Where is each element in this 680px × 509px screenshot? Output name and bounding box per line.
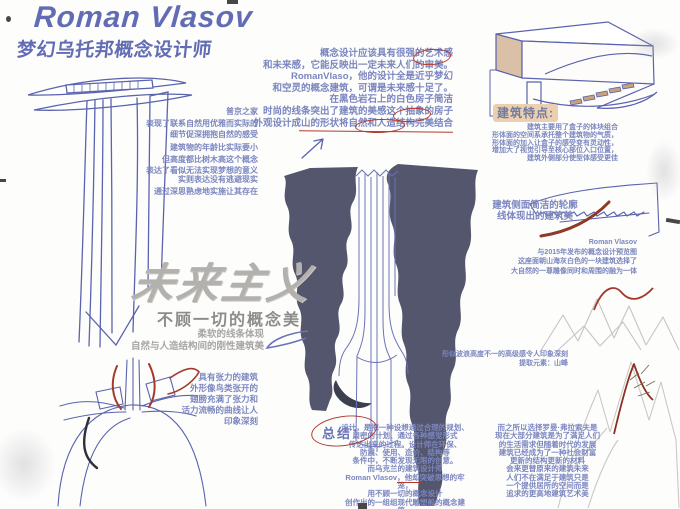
cantilever-building-sketch (489, 21, 658, 117)
paper-smudge (628, 28, 680, 60)
closing-paragraph: 而之所以选择罗曼·弗拉索夫是 现在大部分建筑是为了满足人们 的生活需求但随着时代… (495, 423, 600, 499)
edge-artifact (358, 503, 367, 509)
paper-smudge (0, 428, 56, 502)
features-paragraph: 建筑主要用了盒子的体块组合 形体面的空间系承托整个建筑物的气质， 形体面的加入让… (492, 124, 618, 163)
board-subtitle: 梦幻乌托邦概念设计师 (15, 40, 213, 61)
mountain-line-sketch (539, 287, 680, 353)
edge-artifact (6, 16, 11, 22)
boat-building-sketch (529, 182, 660, 238)
note-putin-house: 普京之家 表现了联系自然用优雅而实际的 细节促深拥抱自然的感受 (146, 107, 258, 139)
features-label: 建筑特点: (493, 104, 558, 122)
board-title: Roman Vlasov (32, 1, 254, 34)
rock-towers-sketch (284, 164, 478, 506)
flourish-sketch (265, 330, 309, 350)
bird-tension-note: 具有张力的建筑 外形像鸟类张开的 翅膀充满了张力和 活力流畅的曲线让人 印象深刻 (181, 372, 258, 426)
edge-artifact (227, 0, 238, 4)
summary-label: 总结： (322, 426, 368, 441)
edge-artifact (0, 179, 6, 182)
note-reality: 实则表达没有逃避现实 通过深思熟虑地实施让其存在 (154, 175, 258, 196)
pavilion-tower-sketch (27, 77, 193, 348)
preview-note: Roman Vlasov 与2015年发布的概念设计预览图 这座面朝山海灰白色的… (511, 239, 637, 275)
futurism-caption: 柔软的线条体现 自然与人造结构间的刚性建筑美 (130, 329, 264, 352)
peak-sketch (557, 361, 680, 509)
intro-paragraph: 概念设计应该具有很强的艺术感 和未来感，它能反映出一定未来人们的审美。 Roma… (253, 48, 453, 129)
arrow-icon (301, 138, 324, 159)
futurism-title: 未来主义 (128, 260, 317, 307)
red-underline-annotation (397, 479, 421, 483)
mountain-note: 形似波浪高度不一的高级感令人印象深刻 提取元素：山峰 (442, 351, 568, 367)
summary-paragraph: 设计，是把一种设想通过合理的规划、 周密的计划、通过各种感觉形式 传达出来的过程… (341, 423, 469, 509)
profile-note: 建筑侧面简洁的轮廓 线体现出的建筑美 (492, 200, 578, 222)
futurism-subtitle: 不顾一切的概念美 (157, 312, 302, 329)
dome-bird-sketch (57, 357, 207, 507)
note-building-age: 建筑物的年龄比实际要小 但高度都比树木高这个概念 表达了看似无法实现梦想的意义 (146, 143, 258, 175)
paper-smudge (646, 140, 680, 202)
